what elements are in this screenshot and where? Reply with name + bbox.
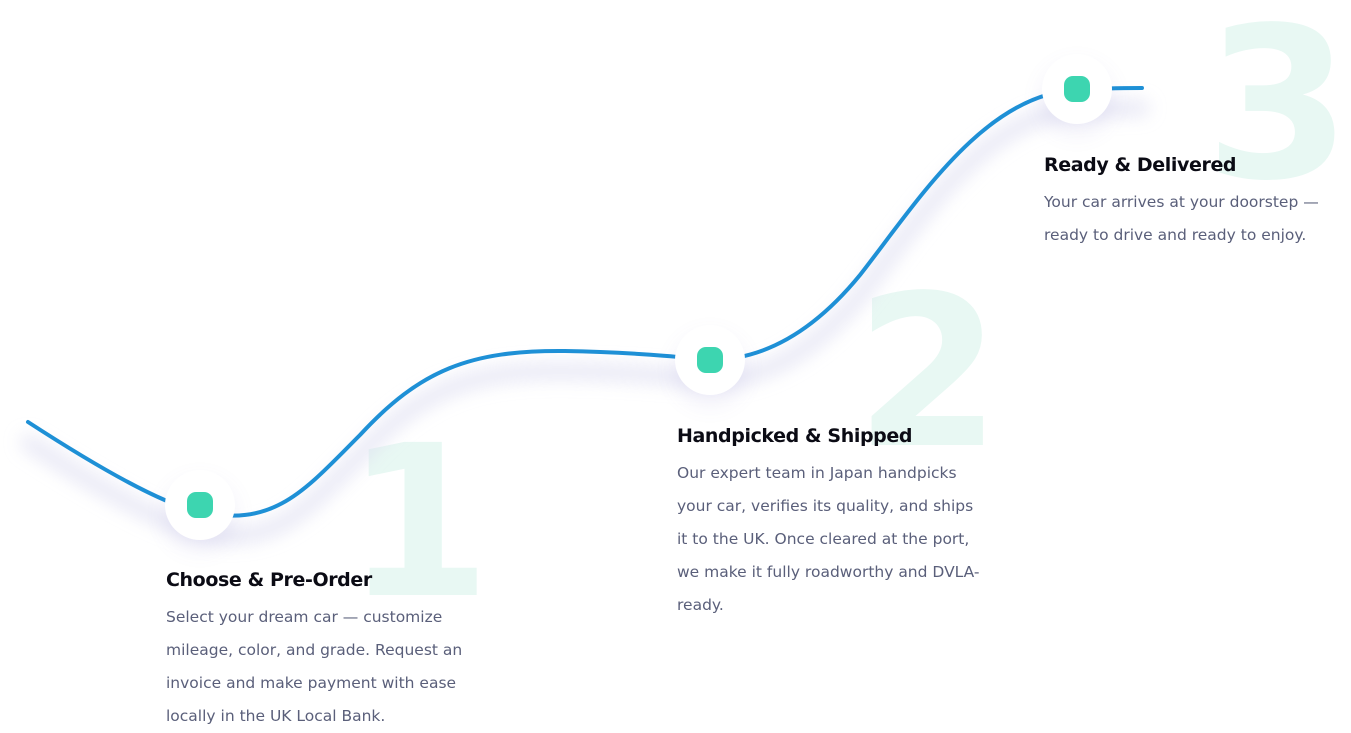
step-3-description: Your car arrives at your doorstep — read…: [1044, 193, 1319, 244]
step-2-dot: [697, 347, 723, 373]
step-2-description: Our expert team in Japan handpicks your …: [677, 464, 980, 614]
step-3: Ready & Delivered Your car arrives at yo…: [1044, 154, 1334, 252]
step-2-title: Handpicked & Shipped: [677, 425, 913, 447]
step-3-dot: [1064, 76, 1090, 102]
step-1-marker: [165, 470, 235, 540]
step-1-title: Choose & Pre-Order: [166, 569, 372, 591]
step-3-marker: [1042, 54, 1112, 124]
step-1-dot: [187, 492, 213, 518]
step-1: Choose & Pre-Order Select your dream car…: [166, 569, 466, 733]
step-1-description: Select your dream car — customize mileag…: [166, 608, 463, 725]
timeline-path-shadow: [21, 101, 1149, 543]
step-number-3: 3: [1205, 0, 1351, 227]
step-2-marker: [675, 325, 745, 395]
step-number-2: 2: [855, 250, 1002, 495]
step-2: Handpicked & Shipped Our expert team in …: [677, 425, 987, 622]
step-3-title: Ready & Delivered: [1044, 154, 1237, 176]
